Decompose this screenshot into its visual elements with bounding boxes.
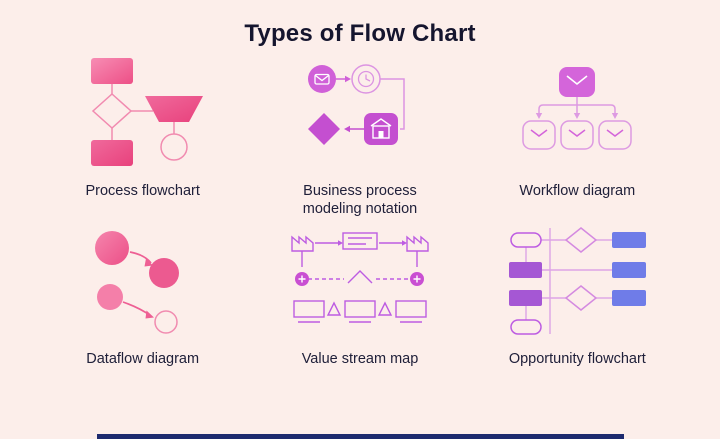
icon-box bbox=[34, 220, 251, 342]
icon-box bbox=[251, 52, 468, 174]
workflow-diagram-icon bbox=[522, 67, 633, 150]
icon-box bbox=[469, 52, 686, 174]
icon-box bbox=[251, 220, 468, 342]
grid-cell-value-stream: Value stream map bbox=[251, 220, 468, 388]
grid-cell-dataflow: Dataflow diagram bbox=[34, 220, 251, 388]
item-label: Opportunity flowchart bbox=[508, 351, 646, 367]
item-label: Value stream map bbox=[301, 351, 419, 367]
opportunity-flowchart-icon bbox=[509, 227, 647, 335]
item-label: Workflow diagram bbox=[519, 183, 636, 199]
grid-cell-workflow: Workflow diagram bbox=[469, 52, 686, 220]
grid-cell-bpmn: Business process modeling notation bbox=[251, 52, 468, 220]
bpmn-icon bbox=[307, 64, 405, 145]
item-label: Dataflow diagram bbox=[86, 351, 200, 367]
icon-box bbox=[469, 220, 686, 342]
item-label: Process flowchart bbox=[85, 183, 200, 199]
page-title: Types of Flow Chart bbox=[244, 20, 476, 47]
process-flowchart-icon bbox=[90, 58, 203, 166]
value-stream-map-icon bbox=[291, 232, 429, 323]
flowchart-grid: Process flowchart bbox=[0, 48, 720, 388]
footer-bar bbox=[97, 434, 624, 439]
item-label: Business process modeling notation bbox=[302, 183, 418, 218]
dataflow-diagram-icon bbox=[94, 231, 179, 334]
grid-cell-opportunity: Opportunity flowchart bbox=[469, 220, 686, 388]
grid-cell-process-flowchart: Process flowchart bbox=[34, 52, 251, 220]
icon-box bbox=[34, 52, 251, 174]
